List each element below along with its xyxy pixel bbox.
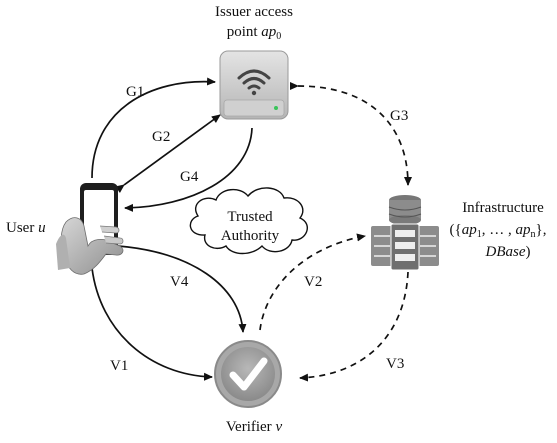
edge-label-v2: V2 <box>304 274 322 290</box>
verifier-node: Verifier v <box>214 340 283 435</box>
cloud-icon <box>189 187 309 255</box>
user-node: User u <box>6 183 124 275</box>
verifier-label: Verifier v <box>226 419 283 435</box>
edge-label-g1: G1 <box>126 84 144 100</box>
wifi-router-icon <box>219 50 289 120</box>
edge-g2 <box>115 114 221 193</box>
edge-label-g2: G2 <box>152 129 170 145</box>
edge-label-v4: V4 <box>170 274 189 290</box>
infrastructure-label-line3: DBase) <box>485 244 531 260</box>
issuer-access-point: Issuer access point ap0 <box>215 4 293 120</box>
edge-v4 <box>109 241 247 333</box>
edge-label-v3: V3 <box>386 356 404 372</box>
edge-v2 <box>259 233 366 331</box>
user-label: User u <box>6 220 46 236</box>
infrastructure-label-line2: ({ap1, … , apn}, <box>450 222 547 240</box>
trusted-authority-node: Trusted Authority <box>189 187 309 255</box>
edge-g1 <box>91 77 216 179</box>
edge-g4 <box>124 127 253 212</box>
hand-smartphone-icon <box>56 183 124 275</box>
trusted-authority-label-line1: Trusted <box>227 209 273 225</box>
edge-v1 <box>91 267 213 381</box>
edge-g3 <box>289 81 412 186</box>
issuer-label-line1: Issuer access <box>215 4 293 20</box>
issuer-label-line2: point ap0 <box>227 24 282 42</box>
edge-v3 <box>299 271 409 382</box>
edge-label-v1: V1 <box>110 358 128 374</box>
infrastructure-label-line1: Infrastructure <box>462 200 544 216</box>
trusted-authority-label-line2: Authority <box>221 228 280 244</box>
edge-label-g4: G4 <box>180 169 199 185</box>
edge-label-g3: G3 <box>390 108 408 124</box>
checkmark-icon <box>214 340 282 408</box>
database-server-icon <box>371 195 439 271</box>
infrastructure-node: Infrastructure ({ap1, … , apn}, DBase) <box>371 195 547 271</box>
